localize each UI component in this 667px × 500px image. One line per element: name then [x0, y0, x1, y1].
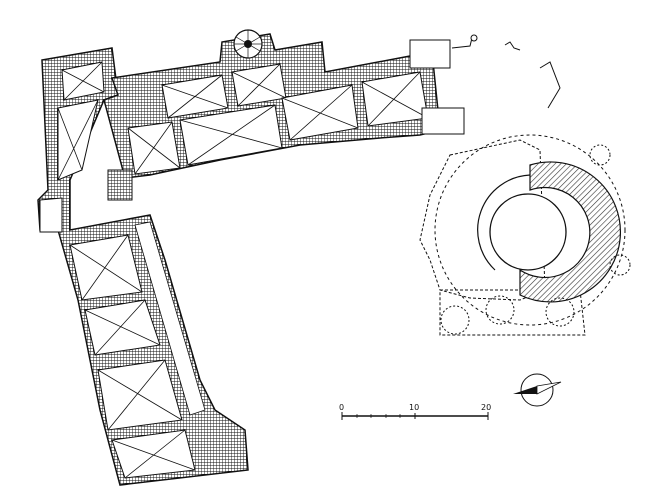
north-wing	[103, 29, 441, 201]
dashed-enclosure	[419, 139, 546, 301]
west-corridor	[134, 221, 206, 416]
spiral-stair	[233, 29, 263, 59]
west-wing	[37, 47, 249, 486]
lower-court-dashed	[439, 289, 586, 336]
keep-ring-hatched	[519, 161, 622, 303]
round-keep	[419, 134, 631, 336]
room-n-3	[281, 84, 359, 141]
scale-tick-10: 10	[409, 403, 419, 412]
keep-west-arc	[477, 174, 531, 271]
keep-inner-circle	[489, 193, 567, 271]
scale-bar: 0 10 20	[339, 403, 491, 420]
east-annex	[409, 34, 561, 135]
outer-ring-dashed	[434, 134, 626, 326]
room-n-4	[361, 71, 429, 127]
corner-stair	[107, 169, 133, 201]
scale-tick-20: 20	[481, 403, 491, 412]
scale-tick-0: 0	[339, 403, 344, 412]
tower-west	[39, 197, 63, 233]
compass-north-arrow-icon	[513, 373, 562, 407]
